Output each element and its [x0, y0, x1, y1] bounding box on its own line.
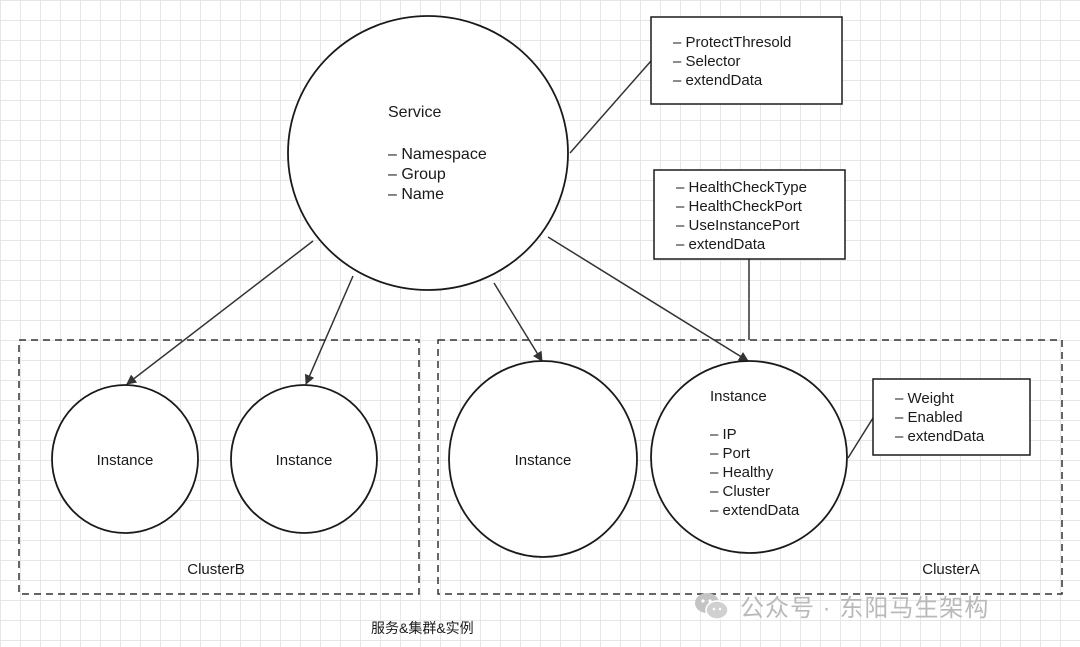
watermark: 公众号 · 东阳马生架构 — [694, 588, 989, 623]
diagram-caption: 服务&集群&实例 — [371, 620, 474, 636]
cluster-note-field: – UseInstancePort — [676, 217, 800, 234]
watermark-text: 公众号 · 东阳马生架构 — [740, 595, 990, 622]
instance-field: – IP — [710, 426, 737, 443]
instance-note-connector — [847, 417, 874, 459]
instance-node-2 — [230, 384, 378, 534]
cluster-label: ClusterB — [187, 561, 245, 578]
service-node — [287, 15, 569, 291]
wechat-icon — [695, 592, 729, 620]
arrow-service-to-instance-3 — [493, 282, 543, 362]
instance-note-field: – Weight — [895, 390, 955, 407]
service-note-field: – extendData — [673, 72, 763, 89]
arrow-service-to-instance-4 — [547, 236, 749, 362]
instance-note-field: – Enabled — [895, 409, 963, 426]
service-field: – Namespace — [388, 146, 487, 163]
instance-field: – Healthy — [710, 464, 774, 481]
instance-title: Instance — [515, 452, 572, 469]
arrow-service-to-instance-2 — [305, 275, 354, 385]
instance-field: – extendData — [710, 502, 800, 519]
cluster-note-field: – extendData — [676, 236, 766, 253]
service-title: Service — [388, 104, 441, 121]
cluster-note-field: – HealthCheckPort — [676, 198, 803, 215]
instance-note-box — [872, 378, 1031, 456]
service-note-box — [650, 16, 843, 105]
service-note-field: – ProtectThresold — [673, 34, 791, 51]
instance-field: – Port — [710, 445, 751, 462]
instance-field: – Cluster — [710, 483, 770, 500]
service-field: – Group — [388, 166, 446, 183]
service-note-field: – Selector — [673, 53, 741, 70]
service-note-connector — [569, 60, 652, 154]
instance-node-3 — [448, 360, 638, 558]
cluster-label: ClusterA — [922, 561, 980, 578]
cluster-note-field: – HealthCheckType — [676, 179, 807, 196]
instance-node-1 — [51, 384, 199, 534]
instance-title: Instance — [276, 452, 333, 469]
instance-note-field: – extendData — [895, 428, 985, 445]
arrow-service-to-instance-1 — [126, 240, 314, 385]
service-field: – Name — [388, 186, 444, 203]
instance-title: Instance — [710, 388, 767, 405]
instance-title: Instance — [97, 452, 154, 469]
cluster-a-box — [437, 339, 1063, 595]
cluster-note-box — [653, 169, 846, 260]
instance-node-4 — [650, 360, 848, 554]
cluster-b-box — [18, 339, 420, 595]
